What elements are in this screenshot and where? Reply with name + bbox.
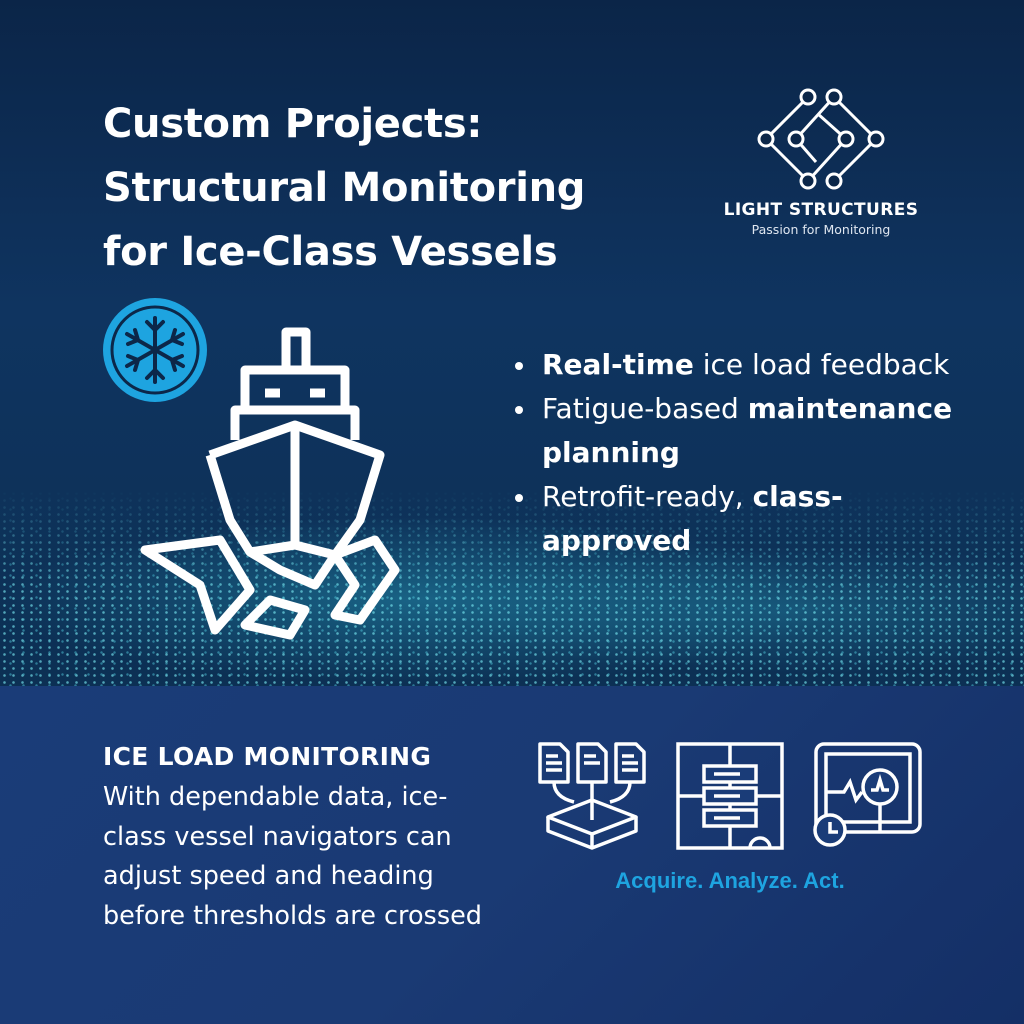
feature-emphasis: maintenance planning xyxy=(542,392,953,469)
section-body: With dependable data, ice-class vessel n… xyxy=(103,782,482,931)
logo-name: LIGHT STRUCTURES xyxy=(723,200,919,220)
title-line: Structural Monitoring xyxy=(103,165,586,211)
section-heading: ICE LOAD MONITORING xyxy=(103,742,432,771)
monitoring-analytics-icon xyxy=(813,742,922,847)
company-logo: LIGHT STRUCTURES Passion for Monitoring xyxy=(706,84,936,237)
feature-text: Fatigue-based xyxy=(542,392,748,425)
data-analysis-icon xyxy=(676,742,784,850)
data-acquisition-icon xyxy=(538,742,646,850)
title-line: for Ice-Class Vessels xyxy=(103,229,558,275)
feature-text: ice load feedback xyxy=(693,348,950,381)
ice-breaker-ship-icon xyxy=(140,327,400,640)
title-line: Custom Projects: xyxy=(103,101,483,147)
tagline: Acquire. Analyze. Act. xyxy=(615,868,845,893)
page-title: Custom Projects: Structural Monitoring f… xyxy=(103,92,585,284)
particle-wave xyxy=(0,490,1024,686)
feature-emphasis: class-approved xyxy=(542,480,843,557)
feature-text: Retrofit-ready, xyxy=(542,480,753,513)
logo-tagline: Passion for Monitoring xyxy=(751,222,891,237)
snowflake-icon xyxy=(103,298,207,402)
feature-item: Fatigue-based maintenance planning xyxy=(515,387,962,475)
feature-item: Real-time ice load feedback xyxy=(515,343,962,387)
feature-emphasis: Real-time xyxy=(542,348,694,381)
feature-item: Retrofit-ready, class-approved xyxy=(515,475,922,563)
logo-mark-icon xyxy=(757,88,885,190)
feature-list: Real-time ice load feedback Fatigue-base… xyxy=(515,343,962,563)
